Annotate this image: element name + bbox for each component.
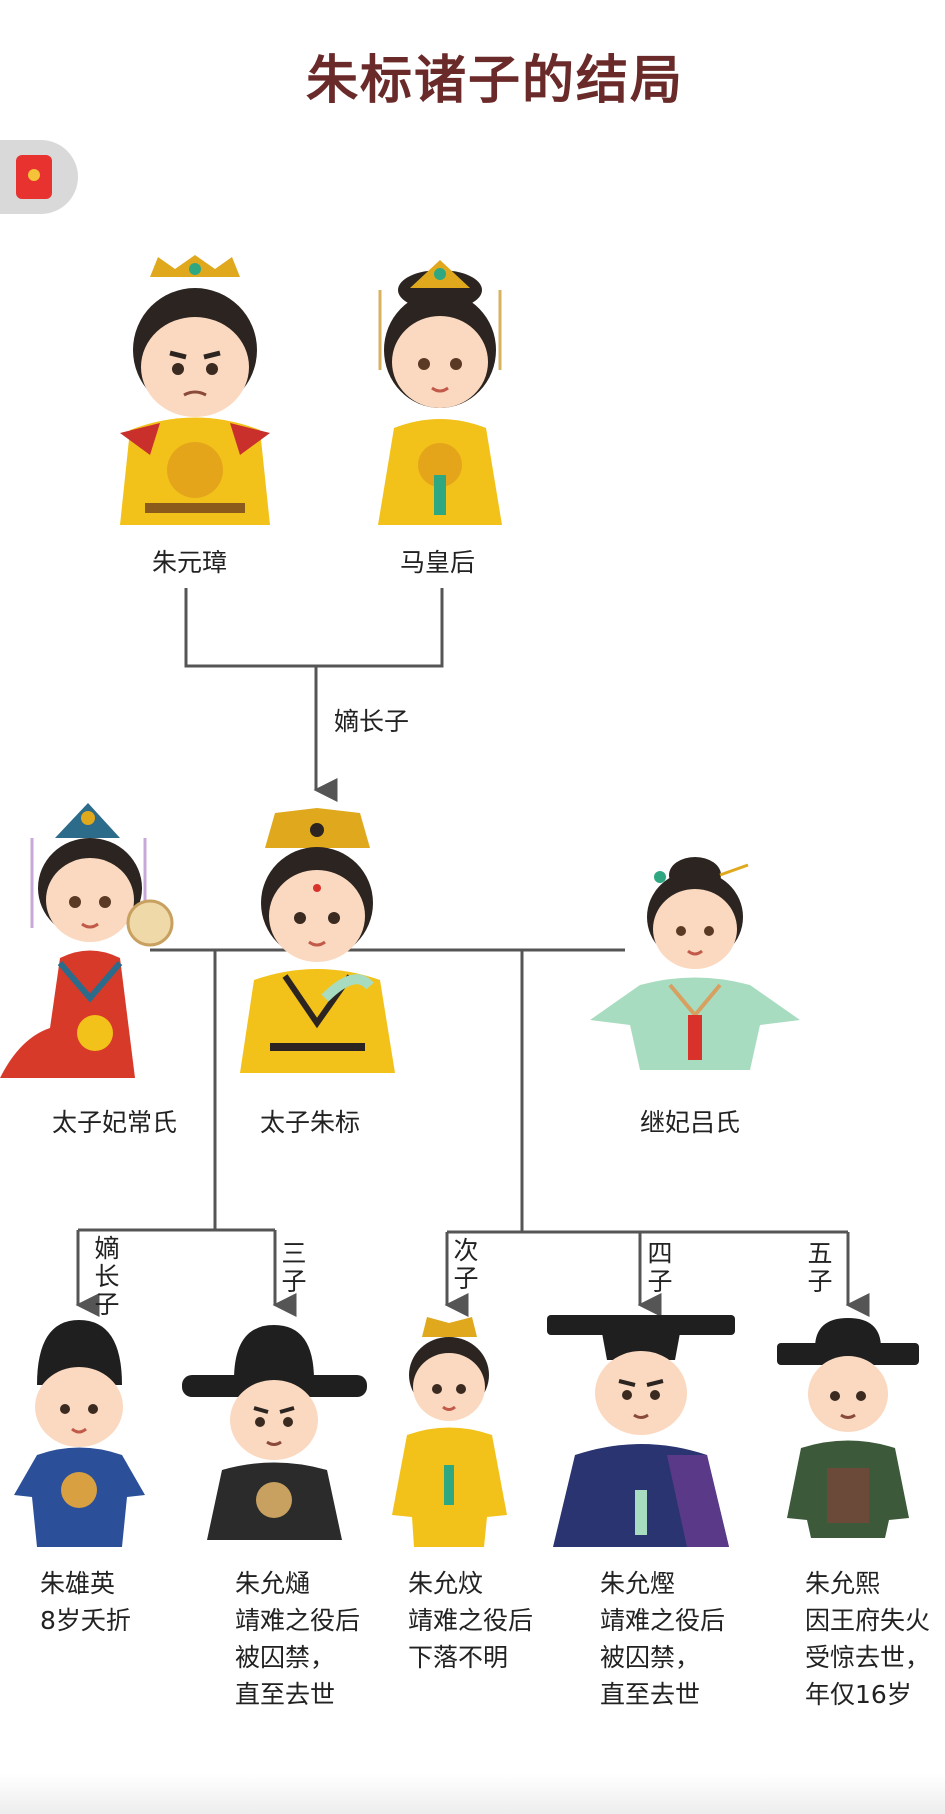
- son-2-name: 朱允熥: [235, 1569, 311, 1598]
- name-crown-princess: 太子妃常氏: [52, 1108, 178, 1137]
- son-2-portrait: [182, 1325, 367, 1540]
- connector-parents: [184, 588, 444, 668]
- relation-son-2: 三子: [281, 1239, 307, 1296]
- son-2-info: 朱允熥 靖难之役后 被囚禁， 直至去世: [235, 1565, 360, 1713]
- emperor-portrait: [120, 255, 270, 525]
- relation-son-4: 四子: [647, 1239, 673, 1296]
- son-3-fate-line: 靖难之役后: [408, 1606, 534, 1635]
- page-title: 朱标诸子的结局: [305, 51, 684, 111]
- son-1-portrait: [14, 1320, 145, 1547]
- red-envelope-icon: [16, 155, 52, 199]
- son-4-fate-line: 直至去世: [600, 1680, 701, 1709]
- relation-son-3: 次子: [453, 1236, 479, 1293]
- son-2-fate-line: 直至去世: [235, 1680, 336, 1709]
- name-second-consort: 继妃吕氏: [640, 1108, 741, 1137]
- second-consort-lu-portrait: [590, 857, 800, 1070]
- son-3-fate-line: 下落不明: [408, 1643, 509, 1672]
- relation-son-5: 五子: [807, 1239, 833, 1296]
- son-5-name: 朱允熙: [805, 1569, 881, 1598]
- crown-prince-zhubiao-portrait: [240, 808, 395, 1073]
- son-1-info: 朱雄英 8岁夭折: [40, 1565, 131, 1639]
- bottom-fade-bar: [0, 1774, 945, 1814]
- son-5-fate-line: 因王府失火: [805, 1606, 931, 1635]
- name-father: 朱元璋: [152, 548, 228, 577]
- son-5-info: 朱允熙 因王府失火 受惊去世， 年仅16岁: [805, 1565, 930, 1713]
- son-2-fate-line: 被囚禁，: [235, 1643, 336, 1672]
- son-4-fate-line: 靖难之役后: [600, 1606, 726, 1635]
- son-2-fate-line: 靖难之役后: [235, 1606, 361, 1635]
- connector-left-branch: [78, 950, 275, 1232]
- son-5-fate-line: 受惊去世，: [805, 1643, 931, 1672]
- son-4-info: 朱允熞 靖难之役后 被囚禁， 直至去世: [600, 1565, 725, 1713]
- son-4-portrait: [547, 1315, 735, 1547]
- son-3-portrait: [392, 1317, 507, 1547]
- son-5-fate-line: 年仅16岁: [805, 1680, 912, 1709]
- relation-son-1: 嫡长子: [94, 1234, 120, 1319]
- name-crown-prince: 太子朱标: [260, 1108, 361, 1137]
- son-5-portrait: [777, 1318, 919, 1538]
- empress-portrait: [378, 260, 502, 525]
- son-1-name: 朱雄英: [40, 1569, 116, 1598]
- floating-red-envelope-button[interactable]: [0, 140, 78, 214]
- connector-right-branch: [447, 950, 848, 1234]
- name-mother: 马皇后: [400, 548, 476, 577]
- son-1-fate-line: 8岁夭折: [40, 1606, 131, 1635]
- son-3-name: 朱允炆: [408, 1569, 484, 1598]
- relation-eldest-son: 嫡长子: [334, 707, 410, 736]
- son-4-name: 朱允熞: [600, 1569, 676, 1598]
- son-3-info: 朱允炆 靖难之役后 下落不明: [408, 1565, 533, 1676]
- son-4-fate-line: 被囚禁，: [600, 1643, 701, 1672]
- crown-princess-chang-portrait: [0, 803, 174, 1078]
